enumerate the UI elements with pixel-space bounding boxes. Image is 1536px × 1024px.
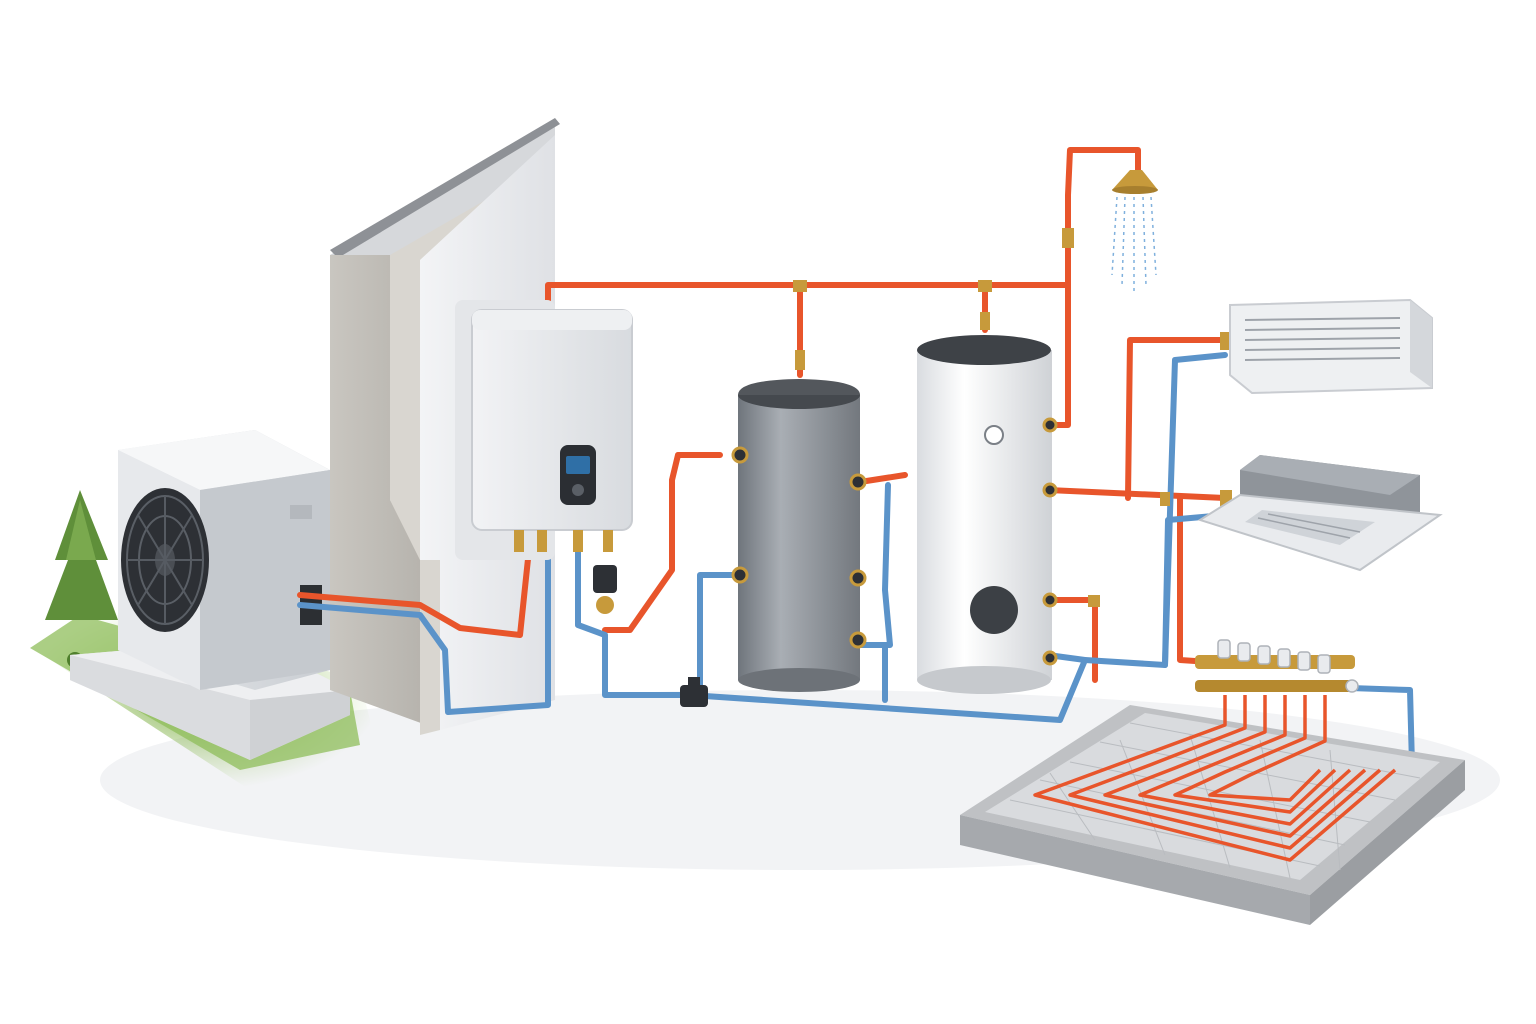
control-knob-icon[interactable] bbox=[572, 484, 584, 496]
water-spray-icon bbox=[1111, 196, 1157, 295]
pipe-fittings bbox=[793, 228, 1232, 607]
mixing-valve-icon bbox=[680, 677, 708, 707]
shower[interactable] bbox=[1111, 170, 1158, 295]
immersion-heater-cover bbox=[970, 586, 1018, 634]
indoor-unit[interactable] bbox=[455, 300, 633, 614]
wall-split[interactable] bbox=[1229, 298, 1433, 395]
circulation-pump-icon bbox=[593, 565, 617, 614]
exterior-wall[interactable] bbox=[330, 118, 560, 735]
shrub bbox=[45, 490, 118, 620]
display-screen bbox=[566, 456, 590, 474]
ufh-floor[interactable] bbox=[960, 695, 1465, 925]
outdoor-unit[interactable] bbox=[118, 430, 330, 690]
manifold[interactable] bbox=[1195, 639, 1359, 693]
dhw-cylinder[interactable] bbox=[917, 335, 1058, 694]
temperature-gauge-icon bbox=[984, 425, 1004, 445]
ufh-loops bbox=[1033, 695, 1397, 862]
fan-grille-icon bbox=[121, 488, 209, 632]
manifold-gauge-icon bbox=[1345, 679, 1359, 693]
cassette[interactable] bbox=[1197, 455, 1443, 572]
return-pipes bbox=[297, 352, 1415, 773]
buffer-tank[interactable] bbox=[731, 379, 867, 692]
